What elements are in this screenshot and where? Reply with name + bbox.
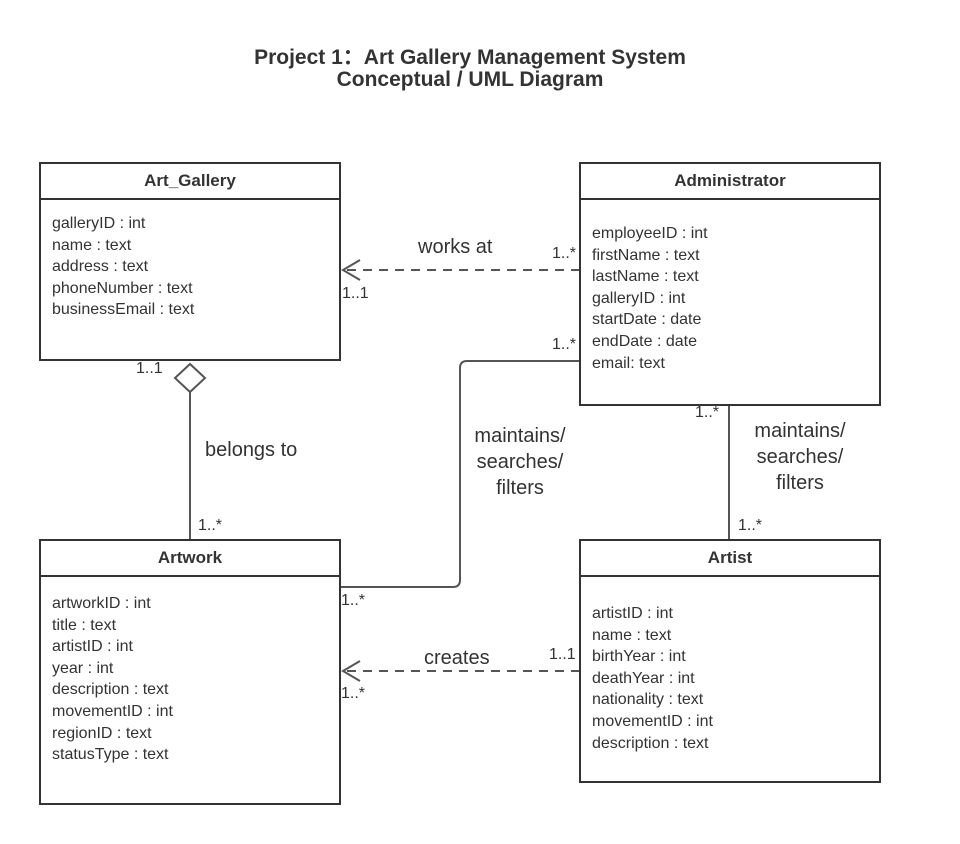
class-name: Administrator xyxy=(581,164,879,200)
admin-artist-admin-multiplicity: 1..* xyxy=(695,404,720,421)
attribute: artistID : int xyxy=(592,605,673,622)
label-line: maintains/ xyxy=(754,420,846,442)
label-line: filters xyxy=(776,472,824,494)
admin-artwork-label: maintains/ searches/ filters xyxy=(465,423,575,501)
attribute-list: galleryID : int name : text address : te… xyxy=(41,200,339,321)
admin-artist-artist-multiplicity: 1..* xyxy=(738,517,763,534)
attribute: name : text xyxy=(592,626,672,644)
creates-label: creates xyxy=(424,647,490,669)
belongs-to-label: belongs to xyxy=(205,439,298,461)
creates-target-multiplicity: 1..* xyxy=(341,685,366,702)
attribute: description : text xyxy=(592,734,709,752)
attribute: birthYear : int xyxy=(592,648,686,666)
works-at-label: works at xyxy=(418,236,493,258)
class-name: Art_Gallery xyxy=(41,164,339,200)
attribute-list: employeeID : int firstName : text lastNa… xyxy=(581,200,879,374)
attribute: endDate : date xyxy=(592,332,697,350)
belongs-to-whole-multiplicity: 1..1 xyxy=(136,360,163,377)
class-name: Artist xyxy=(581,541,879,577)
attribute: year : int xyxy=(52,659,114,677)
aggregation-diamond xyxy=(173,362,207,394)
admin-artwork-admin-multiplicity: 1..* xyxy=(552,336,577,353)
attribute: deathYear : int xyxy=(592,669,695,687)
attribute: movementID : int xyxy=(592,712,713,730)
label-line: maintains/ xyxy=(474,425,566,447)
attribute: name : text xyxy=(52,236,132,254)
label-line: searches/ xyxy=(756,446,844,468)
attribute-list: artworkID : int title : text artistID : … xyxy=(41,577,339,766)
attribute: lastName : text xyxy=(592,268,699,286)
admin-artwork-artwork-multiplicity: 1..* xyxy=(341,592,366,609)
class-name: Artwork xyxy=(41,541,339,577)
art-gallery-class[interactable]: Art_Gallery galleryID : int name : text … xyxy=(39,162,341,361)
attribute-list: artistID : int name : text birthYear : i… xyxy=(581,577,879,754)
attribute: artistID : int xyxy=(52,638,133,656)
attribute: startDate : date xyxy=(592,311,702,329)
attribute: statusType : text xyxy=(52,746,169,764)
works-at-source-multiplicity: 1..* xyxy=(552,245,577,262)
attribute: description : text xyxy=(52,681,169,699)
attribute: email: text xyxy=(592,354,665,372)
attribute: businessEmail : text xyxy=(52,301,195,319)
admin-artwork-connector xyxy=(341,360,580,588)
creates-arrowhead xyxy=(341,660,361,682)
attribute: phoneNumber : text xyxy=(52,279,193,297)
works-at-target-multiplicity: 1..1 xyxy=(342,285,369,302)
attribute: employeeID : int xyxy=(592,225,708,242)
works-at-arrowhead xyxy=(341,259,361,281)
artist-class[interactable]: Artist artistID : int name : text birthY… xyxy=(579,539,881,783)
diagram-title: Project 1：Art Gallery Management System xyxy=(254,46,686,69)
label-line: filters xyxy=(496,477,544,499)
attribute: galleryID : int xyxy=(592,289,686,307)
creates-source-multiplicity: 1..1 xyxy=(549,646,576,663)
attribute: address : text xyxy=(52,258,149,276)
attribute: nationality : text xyxy=(592,691,704,709)
attribute: galleryID : int xyxy=(52,215,146,232)
administrator-class[interactable]: Administrator employeeID : int firstName… xyxy=(579,162,881,406)
admin-artist-label: maintains/ searches/ filters xyxy=(745,418,855,496)
attribute: regionID : text xyxy=(52,724,152,742)
belongs-to-part-multiplicity: 1..* xyxy=(198,517,223,534)
label-line: searches/ xyxy=(476,451,564,473)
attribute: movementID : int xyxy=(52,702,173,720)
attribute: title : text xyxy=(52,616,117,634)
attribute: artworkID : int xyxy=(52,595,151,612)
artwork-class[interactable]: Artwork artworkID : int title : text art… xyxy=(39,539,341,805)
attribute: firstName : text xyxy=(592,246,700,264)
diagram-subtitle: Conceptual / UML Diagram xyxy=(336,68,604,91)
